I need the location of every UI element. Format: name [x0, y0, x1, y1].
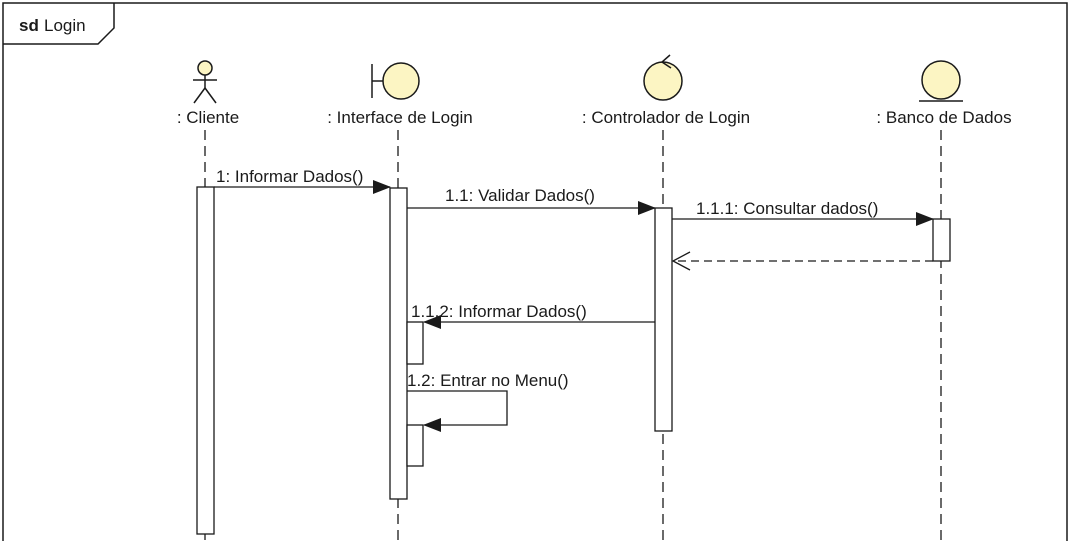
lifeline-controlador: : Controlador de Login: [582, 54, 750, 541]
message-reply: [671, 251, 933, 271]
activation-bar-controlador: [654, 207, 673, 432]
message-label: 1.1: Validar Dados(): [445, 186, 595, 205]
activation-bar-banco: [932, 218, 951, 262]
boundary-icon: [371, 62, 420, 100]
lifeline-banco: : Banco de Dados: [876, 60, 1012, 541]
message-entrar-no-menu: 1.2: Entrar no Menu(): [407, 371, 569, 432]
message-consultar-dados: 1.1.1: Consultar dados(): [672, 199, 934, 226]
message-validar-dados: 1.1: Validar Dados(): [407, 186, 656, 215]
activation-bar-interface: [389, 187, 408, 500]
actor-icon: [193, 60, 217, 104]
control-icon: [643, 54, 683, 101]
activation-bar-interface-nested-1: [406, 321, 424, 365]
frame-name: Login: [44, 16, 86, 35]
entity-icon: [919, 60, 963, 102]
message-label: 1.2: Entrar no Menu(): [407, 371, 569, 390]
message-label: 1.1.2: Informar Dados(): [411, 302, 587, 321]
activation-bar-interface-nested-2: [406, 424, 424, 467]
activation-bar-cliente: [196, 186, 215, 535]
message-label: 1.1.1: Consultar dados(): [696, 199, 878, 218]
lifeline-label-banco: : Banco de Dados: [876, 108, 1011, 127]
message-label: 1: Informar Dados(): [216, 167, 363, 186]
lifeline-label-controlador: : Controlador de Login: [582, 108, 750, 127]
message-informar-dados-retorno: 1.1.2: Informar Dados(): [411, 302, 655, 329]
message-informar-dados: 1: Informar Dados(): [214, 167, 391, 194]
lifeline-label-interface: : Interface de Login: [327, 108, 473, 127]
lifeline-label-cliente: : Cliente: [177, 108, 239, 127]
frame-keyword: sd: [19, 16, 39, 35]
